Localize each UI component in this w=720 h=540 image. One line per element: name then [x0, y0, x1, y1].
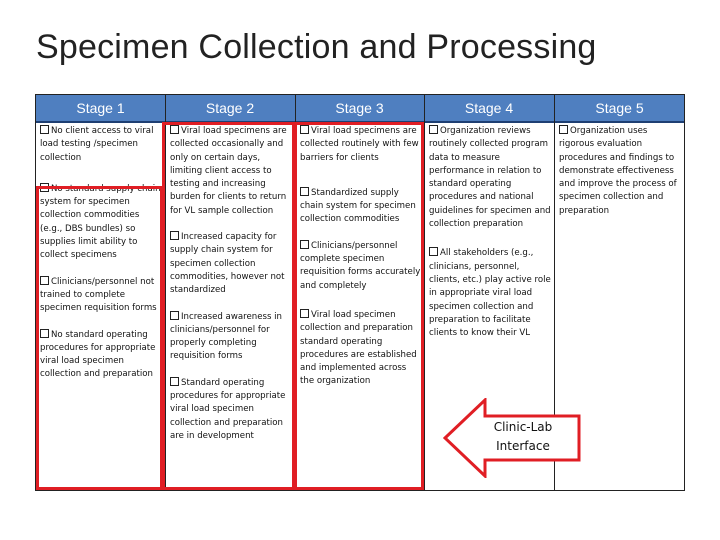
checkbox-icon [170, 376, 179, 386]
stage-2-column: Viral load specimens are collected occas… [170, 125, 292, 456]
stage-5-column: Organization uses rigorous evaluation pr… [559, 125, 681, 231]
highlight-frame-stage-1 [36, 186, 163, 490]
left-arrow-icon [443, 398, 581, 478]
checkbox-icon [40, 125, 49, 134]
header-stage-1: Stage 1 [76, 100, 125, 116]
stage-3-column: Viral load specimens are collected routi… [300, 125, 422, 402]
stage-4-column: Organization reviews routinely collected… [429, 125, 551, 353]
highlight-frame-stage-2 [162, 122, 295, 490]
stage-1-item: Clinicians/personnel not trained to comp… [40, 275, 157, 314]
stage-3-item: Clinicians/personnel complete specimen r… [300, 239, 421, 291]
checkbox-icon [300, 308, 309, 318]
checkbox-icon [170, 310, 179, 320]
checkbox-icon [170, 231, 179, 241]
stage-3-item: Viral load specimens are collected routi… [300, 125, 419, 163]
stage-3-item: Standardized supply chain system for spe… [300, 186, 416, 225]
stage-5-item: Organization uses rigorous evaluation pr… [559, 125, 677, 216]
header-stage-2: Stage 2 [205, 100, 255, 116]
stage-1-item: No client access to viral load testing /… [40, 125, 154, 163]
column-divider [165, 95, 166, 490]
header-stage-5: Stage 5 [595, 100, 644, 116]
checkbox-icon [170, 125, 179, 134]
slide-title: Specimen Collection and Processing [36, 28, 597, 66]
checkbox-icon [300, 125, 309, 134]
callout-label: Clinic-Lab Interface [493, 420, 553, 453]
header-stage-3: Stage 3 [335, 100, 384, 116]
column-divider [554, 95, 555, 490]
checkbox-icon [40, 328, 49, 338]
stage-2-item: Increased capacity for supply chain syst… [170, 231, 285, 296]
column-divider [424, 95, 425, 490]
checkbox-icon [300, 239, 309, 249]
table-header-row: Stage 1 Stage 2 Stage 3 Stage 4 Stage 5 [36, 95, 684, 123]
checkbox-icon [559, 125, 568, 134]
stage-2-item: Viral load specimens are collected occas… [170, 125, 287, 216]
checkbox-icon [300, 186, 309, 196]
checkbox-icon [40, 275, 49, 285]
stage-4-item: Organization reviews routinely collected… [429, 125, 551, 230]
stage-4-item: All stakeholders (e.g., clinicians, pers… [429, 247, 551, 339]
maturity-table: Stage 1 Stage 2 Stage 3 Stage 4 Stage 5 … [35, 94, 685, 491]
stage-1-item: No standard operating procedures for app… [40, 328, 156, 380]
stage-2-item: Standard operating procedures for approp… [170, 376, 286, 441]
checkbox-icon [429, 247, 438, 257]
highlight-frame-stage-3 [294, 122, 424, 490]
checkbox-icon [429, 125, 438, 134]
stage-2-item: Increased awareness in clinicians/person… [170, 310, 283, 362]
header-stage-4: Stage 4 [464, 100, 514, 116]
stage-3-item: Viral load specimen collection and prepa… [300, 308, 417, 387]
